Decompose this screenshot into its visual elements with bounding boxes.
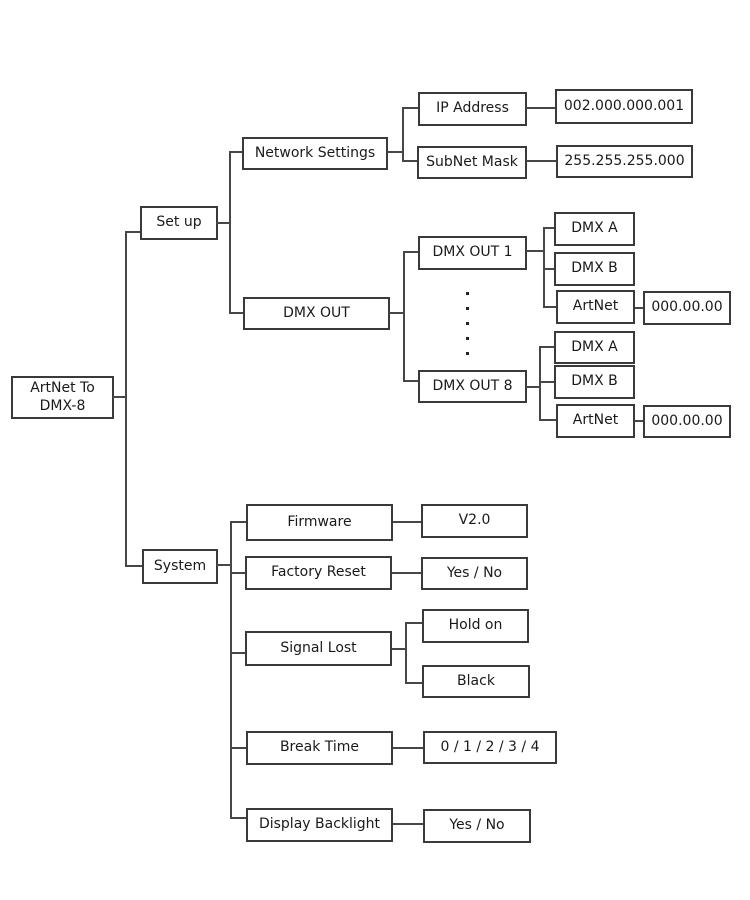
connector-dmx-out-vertical: [403, 251, 405, 382]
node-dmx-out-8-dmx-b: DMX B: [554, 365, 635, 399]
value-subnet-mask: 255.255.255.000: [556, 145, 693, 178]
connector-setup-right: [216, 222, 231, 224]
connector-dmx-out-8-right: [526, 386, 541, 388]
node-dmx-out-8-dmx-a: DMX A: [554, 331, 635, 364]
connector-firmware-value: [393, 521, 421, 523]
node-factory-reset: Factory Reset: [245, 556, 392, 590]
connector-to-dmx-out-8: [403, 380, 418, 382]
connector-dmx-out-right: [389, 312, 405, 314]
connector-to-hold-on: [405, 622, 422, 624]
node-set-up: Set up: [140, 206, 218, 240]
connector-out1-vertical: [543, 227, 545, 308]
connector-out8-dmx-b: [539, 381, 554, 383]
node-dmx-out-8-artnet: ArtNet: [556, 404, 635, 438]
value-break-time: 0 / 1 / 2 / 3 / 4: [423, 731, 557, 764]
value-factory-reset: Yes / No: [421, 557, 528, 590]
ellipsis-dot: [466, 322, 469, 325]
connector-to-black: [405, 682, 422, 684]
value-display-backlight: Yes / No: [423, 809, 531, 843]
node-ip-address: IP Address: [418, 92, 527, 126]
connector-out8-artnet-value: [635, 420, 643, 422]
connector-factory-reset-value: [392, 572, 421, 574]
connector-system-vertical: [230, 521, 232, 819]
connector-out1-artnet: [543, 306, 556, 308]
connector-out1-dmx-b: [543, 268, 554, 270]
node-dmx-out-1-artnet: ArtNet: [556, 290, 635, 324]
ellipsis-dot: [466, 352, 469, 355]
connector-to-network-settings: [229, 151, 242, 153]
connector-trunk-vertical: [125, 231, 127, 567]
connector-trunk-system: [125, 565, 142, 567]
node-dmx-out: DMX OUT: [243, 297, 390, 330]
connector-signal-lost-right: [392, 648, 407, 650]
connector-to-display-backlight: [230, 817, 246, 819]
node-signal-lost-black: Black: [422, 665, 530, 698]
node-system: System: [142, 549, 218, 584]
connector-network-settings-right: [387, 151, 404, 153]
node-dmx-out-8: DMX OUT 8: [418, 370, 527, 403]
connector-system-right: [216, 564, 232, 566]
value-ip-address: 002.000.000.001: [555, 89, 693, 124]
node-dmx-out-1-dmx-b: DMX B: [554, 252, 635, 286]
node-dmx-out-1-dmx-a: DMX A: [554, 212, 635, 246]
node-break-time: Break Time: [246, 731, 393, 765]
root-label-line1: ArtNet To: [30, 380, 95, 396]
connector-to-firmware: [230, 521, 246, 523]
connector-setup-vertical: [229, 151, 231, 314]
ellipsis-dot: [466, 337, 469, 340]
connector-signal-lost-vertical: [405, 622, 407, 684]
connector-to-factory-reset: [230, 572, 245, 574]
connector-dmx-out-1-right: [526, 250, 545, 252]
connector-to-break-time: [230, 747, 246, 749]
connector-to-dmx-out: [229, 312, 243, 314]
connector-out8-vertical: [539, 346, 541, 421]
connector-out1-artnet-value: [635, 307, 643, 309]
root-label-line2: DMX-8: [39, 397, 86, 414]
connector-ip-address-value: [526, 107, 555, 109]
node-subnet-mask: SubNet Mask: [417, 146, 527, 179]
connector-out8-artnet: [539, 419, 556, 421]
value-dmx-out-8-artnet: 000.00.00: [643, 405, 731, 438]
connector-to-dmx-out-1: [403, 251, 418, 253]
value-dmx-out-1-artnet: 000.00.00: [643, 291, 731, 325]
node-signal-lost-hold-on: Hold on: [422, 609, 529, 643]
connector-network-vertical: [402, 107, 404, 162]
node-display-backlight: Display Backlight: [246, 808, 393, 842]
connector-display-backlight-value: [393, 823, 423, 825]
connector-trunk-setup: [125, 231, 140, 233]
ellipsis-dot: [466, 307, 469, 310]
connector-break-time-value: [393, 747, 423, 749]
connector-out1-dmx-a: [543, 227, 554, 229]
value-firmware: V2.0: [421, 504, 528, 538]
connector-to-ip-address: [402, 107, 418, 109]
node-dmx-out-1: DMX OUT 1: [418, 236, 527, 270]
node-root: ArtNet To DMX-8: [11, 376, 114, 419]
node-network-settings: Network Settings: [242, 137, 388, 170]
node-signal-lost: Signal Lost: [245, 631, 392, 666]
connector-root-trunk: [113, 396, 127, 398]
node-firmware: Firmware: [246, 504, 393, 541]
connector-subnet-mask-value: [526, 160, 556, 162]
connector-to-subnet-mask: [402, 160, 417, 162]
ellipsis-dot: [466, 292, 469, 295]
connector-to-signal-lost: [230, 652, 245, 654]
connector-out8-dmx-a: [539, 346, 554, 348]
